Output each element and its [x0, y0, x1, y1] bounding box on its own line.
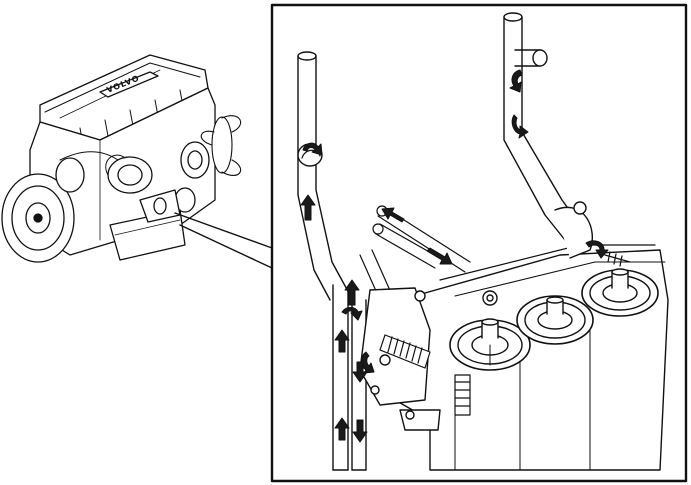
oil-pipe-lower	[332, 249, 393, 471]
rotation-arrow-1	[302, 142, 323, 156]
rotation-arrow-2	[509, 69, 523, 93]
detail-view	[297, 12, 669, 471]
oil-filter-3	[581, 268, 659, 317]
flow-arrow-up-4	[334, 417, 350, 441]
oil-filter-icon	[449, 268, 659, 371]
flow-arrow-up-1	[300, 194, 316, 221]
rotation-arrow-icon	[302, 69, 609, 374]
flow-arrow-icon	[300, 194, 453, 443]
oil-filter-1	[449, 318, 531, 371]
engine-overview-icon: VOLVO	[1, 54, 242, 263]
rotation-arrow-4	[341, 307, 363, 321]
flow-arrow-down-1	[352, 419, 368, 443]
callout-leader-icon	[174, 212, 273, 269]
rotation-arrow-6	[361, 351, 375, 374]
engine-fan	[200, 115, 242, 177]
flow-arrow-up-3	[334, 329, 350, 353]
oil-filter-2	[516, 295, 594, 345]
flow-arrow-up-2	[344, 279, 360, 306]
flow-arrow-diag-2	[381, 207, 405, 223]
flow-arrow-diag-1	[426, 247, 453, 265]
rotation-arrow-5	[585, 240, 609, 259]
rotation-arrow-3	[511, 114, 529, 139]
relief-valve-spring	[379, 251, 631, 416]
